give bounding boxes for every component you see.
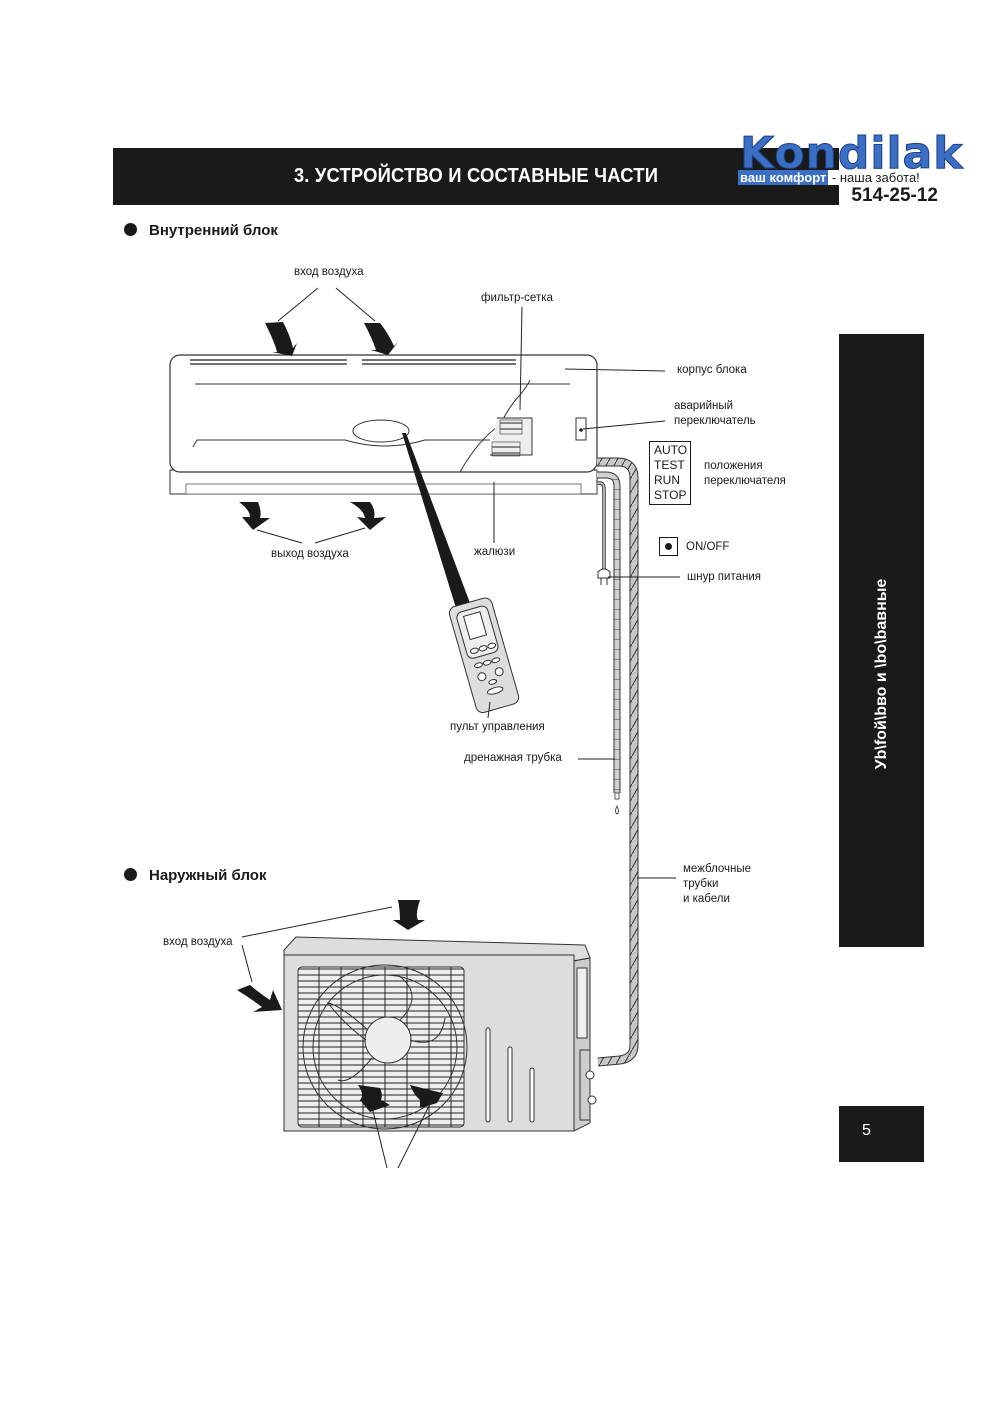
air-outlet-arrow-icon (350, 502, 386, 530)
label-switch-positions-2: переключателя (704, 475, 786, 487)
label-louvers: жалюзи (474, 546, 516, 558)
label-pipes-1: межблочные (683, 863, 752, 875)
air-inlet-arrow-icon (237, 985, 282, 1012)
label-on-off: ON/OFF (686, 541, 730, 553)
logo-slogan-part1: ваш комфорт (738, 170, 829, 185)
indoor-heading: Внутренний блок (124, 222, 278, 239)
remote-control-icon (448, 597, 520, 714)
mode-test: TEST (654, 458, 685, 472)
mode-run: RUN (654, 473, 680, 487)
label-remote: пульт управления (450, 721, 545, 733)
bullet-icon (124, 868, 137, 881)
side-tab (839, 334, 924, 947)
indoor-unit (169, 287, 666, 719)
brand-logo: Kondilak ваш комфорт - наша забота! 514-… (738, 131, 963, 208)
label-pipes-3: и кабели (683, 893, 730, 905)
air-inlet-arrow-icon (393, 900, 425, 930)
outdoor-unit (237, 900, 597, 1169)
logo-brand: Kondilak (740, 128, 964, 179)
switch-modes-box: AUTO TEST RUN STOP (649, 441, 691, 505)
label-pipes-2: трубки (683, 878, 719, 890)
side-tab-text: Уb\foй\bво и \bo\bавные (839, 334, 924, 947)
bullet-icon (124, 223, 137, 236)
air-outlet-arrow-icon (410, 1085, 443, 1108)
air-outlet-arrow-icon (358, 1085, 390, 1112)
label-outdoor-air-inlet: вход воздуха (163, 936, 233, 948)
page-number-tab (839, 1106, 924, 1162)
mode-stop: STOP (654, 488, 687, 502)
on-off-button-icon (659, 537, 678, 556)
mode-auto: AUTO (654, 443, 688, 457)
label-switch-positions-1: положения (704, 460, 763, 472)
label-body: корпус блока (677, 364, 747, 376)
air-inlet-arrow-icon (364, 323, 398, 355)
air-inlet-arrow-icon (265, 322, 297, 356)
logo-slogan: ваш комфорт - наша забота! (738, 170, 920, 186)
pipes (578, 457, 680, 1067)
outdoor-heading-text: Наружный блок (149, 867, 267, 884)
logo-slogan-part2: - наша забота! (828, 170, 920, 185)
label-drain-pipe: дренажная трубка (464, 752, 562, 764)
label-power-cord: шнур питания (687, 571, 761, 583)
outdoor-heading: Наружный блок (124, 867, 266, 884)
side-tab-label: Уb\foй\bво и \bo\bавные (872, 578, 890, 770)
label-filter: фильтр-сетка (481, 292, 553, 304)
header-bar (113, 148, 839, 205)
air-outlet-arrow-icon (239, 502, 270, 530)
label-air-inlet: вход воздуха (294, 266, 364, 278)
intake-slats (190, 359, 516, 365)
label-emergency-switch-2: переключатель (674, 415, 756, 427)
page-number: 5 (862, 1122, 871, 1139)
label-emergency-switch-1: аварийный (674, 400, 734, 412)
label-air-outlet: выход воздуха (271, 548, 349, 560)
indoor-heading-text: Внутренний блок (149, 222, 278, 239)
page-title: 3. УСТРОЙСТВО И СОСТАВНЫЕ ЧАСТИ (293, 165, 659, 187)
logo-phone: 514-25-12 (849, 185, 940, 207)
